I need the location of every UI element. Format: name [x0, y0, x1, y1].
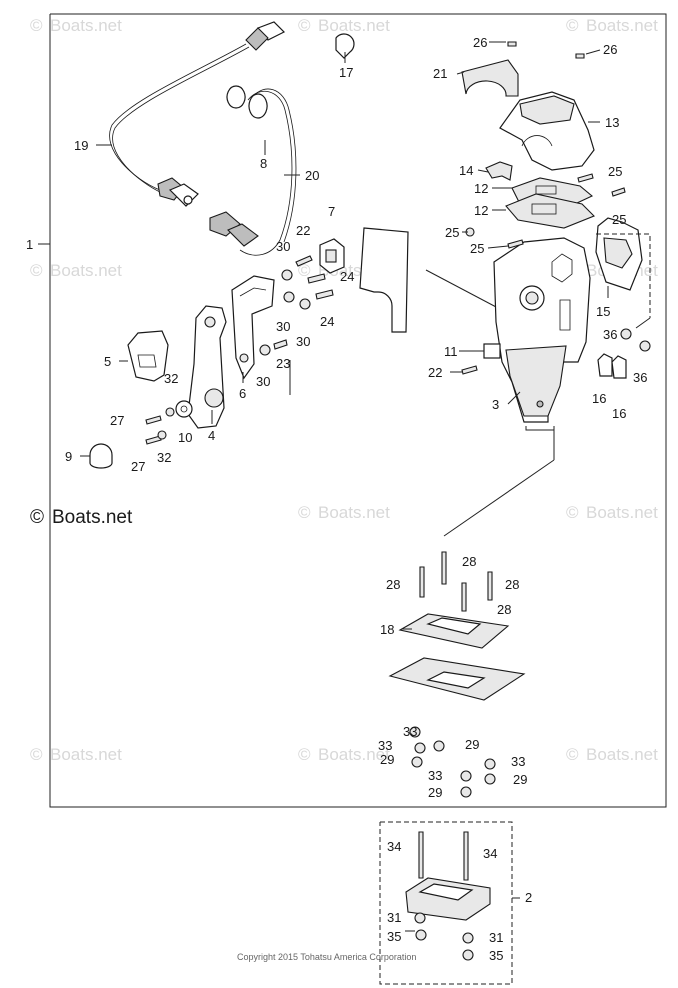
callout-33a: 33	[403, 724, 417, 739]
callout-25c: 25	[445, 225, 459, 240]
callout-25b: 25	[612, 212, 626, 227]
lever-parts	[127, 33, 355, 429]
main-watermark: Boats.net	[52, 507, 133, 528]
callout-9: 9	[65, 449, 72, 464]
callout-35b: 35	[489, 948, 503, 963]
callout-6: 6	[239, 386, 246, 401]
watermark-symbol: ©	[298, 745, 311, 764]
callout-28c: 28	[505, 577, 519, 592]
watermark-symbol: ©	[30, 16, 43, 35]
callout-29c: 29	[513, 772, 527, 787]
callout-23: 23	[276, 356, 290, 371]
callout-28a: 28	[462, 554, 476, 569]
callout-10: 10	[178, 430, 192, 445]
callout-27b: 27	[131, 459, 145, 474]
main-watermark-symbol: ©	[30, 507, 44, 528]
callout-8: 8	[260, 156, 267, 171]
callout-1: 1	[26, 237, 33, 252]
callout-12b: 12	[474, 203, 488, 218]
callout-35a: 35	[387, 929, 401, 944]
left-fasteners	[89, 255, 334, 469]
callout-26b: 26	[603, 42, 617, 57]
callout-33b: 33	[378, 738, 392, 753]
kit-box-2	[379, 821, 520, 985]
callout-26a: 26	[473, 35, 487, 50]
watermark-symbol: ©	[30, 261, 43, 280]
watermarks: © Boats.net © Boats.net © Boats.net © Bo…	[30, 16, 658, 764]
callout-17: 17	[339, 65, 353, 80]
wire-harness-19	[109, 21, 286, 207]
watermark-symbol: ©	[566, 16, 579, 35]
callout-34b: 34	[483, 846, 497, 861]
gasket-plate	[359, 227, 499, 333]
callout-25a: 25	[608, 164, 622, 179]
watermark-symbol: ©	[298, 16, 311, 35]
callout-36b: 36	[633, 370, 647, 385]
callout-36a: 36	[603, 327, 617, 342]
callout-29d: 29	[428, 785, 442, 800]
callout-29b: 29	[380, 752, 394, 767]
callout-31b: 31	[489, 930, 503, 945]
watermark-symbol: ©	[566, 503, 579, 522]
watermark: Boats.net	[50, 745, 122, 764]
callout-30b: 30	[276, 319, 290, 334]
callout-32a: 32	[164, 371, 178, 386]
callout-24b: 24	[320, 314, 334, 329]
callout-15: 15	[596, 304, 610, 319]
callout-34a: 34	[387, 839, 401, 854]
watermark-symbol: ©	[298, 261, 311, 280]
callout-19: 19	[74, 138, 88, 153]
callout-24a: 24	[340, 269, 354, 284]
callout-28d: 28	[497, 602, 511, 617]
watermark-symbol: ©	[30, 745, 43, 764]
callout-16b: 16	[612, 406, 626, 421]
watermark: Boats.net	[586, 745, 658, 764]
wire-harness-20	[209, 85, 297, 256]
watermark: Boats.net	[586, 503, 658, 522]
callout-33d: 33	[428, 768, 442, 783]
watermark: Boats.net	[586, 16, 658, 35]
callout-2: 2	[525, 890, 532, 905]
callout-13: 13	[605, 115, 619, 130]
watermark: Boats.net	[50, 261, 122, 280]
callout-labels: 1 2 3 4 5 6 7 8 9 10 11 12 12 13 14 15 1…	[26, 35, 647, 963]
callout-5: 5	[104, 354, 111, 369]
callout-7: 7	[328, 204, 335, 219]
callout-3: 3	[492, 397, 499, 412]
lower-mount-parts	[388, 551, 526, 798]
leader-lines	[80, 41, 609, 932]
callout-21: 21	[433, 66, 447, 81]
callout-28b: 28	[386, 577, 400, 592]
callout-20: 20	[305, 168, 319, 183]
callout-14: 14	[459, 163, 473, 178]
control-housing-3	[443, 237, 591, 537]
callout-27a: 27	[110, 413, 124, 428]
watermark-symbol: ©	[566, 745, 579, 764]
callout-30c: 30	[296, 334, 310, 349]
callout-32b: 32	[157, 450, 171, 465]
callout-33c: 33	[511, 754, 525, 769]
callout-29a: 29	[465, 737, 479, 752]
assembly-frame	[38, 13, 667, 808]
callout-16a: 16	[592, 391, 606, 406]
callout-30d: 30	[256, 374, 270, 389]
callout-31a: 31	[387, 910, 401, 925]
callout-4: 4	[208, 428, 215, 443]
watermark: Boats.net	[318, 16, 390, 35]
watermark: Boats.net	[50, 16, 122, 35]
callout-30a: 30	[276, 239, 290, 254]
watermark: Boats.net	[318, 745, 390, 764]
callout-25d: 25	[470, 241, 484, 256]
callout-18: 18	[380, 622, 394, 637]
watermark-symbol: ©	[298, 503, 311, 522]
callout-11: 11	[444, 344, 458, 359]
callout-22a: 22	[296, 223, 310, 238]
watermark: Boats.net	[318, 503, 390, 522]
callout-12a: 12	[474, 181, 488, 196]
copyright-notice: Copyright 2015 Tohatsu America Corporati…	[237, 952, 416, 962]
callout-22b: 22	[428, 365, 442, 380]
upper-housing-parts	[461, 41, 651, 379]
